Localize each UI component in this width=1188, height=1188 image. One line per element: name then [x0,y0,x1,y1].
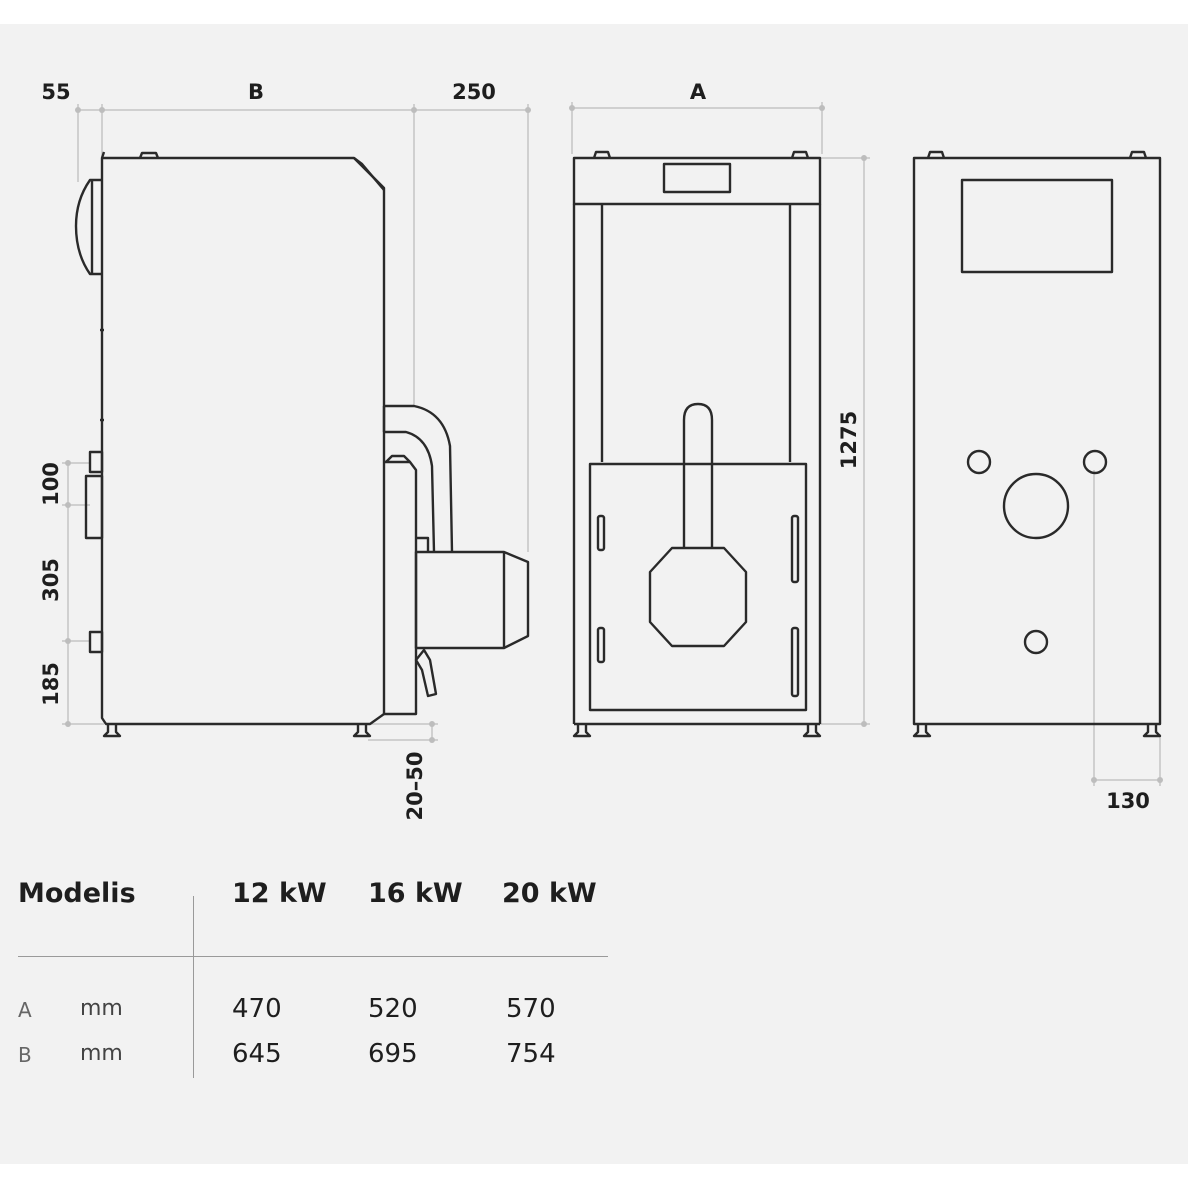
drawing-panel [0,24,1188,1164]
side-view [74,151,530,738]
rear-view [912,150,1162,738]
control-display-window [662,162,732,194]
table-header-model: Modelis [18,878,136,909]
table-divider-horizontal [18,956,608,957]
row-a-value-12kw: 470 [232,994,282,1024]
dim-130-label: 130 [1106,789,1150,813]
table-divider-vertical [193,896,194,1078]
row-a-value-16kw: 520 [368,994,418,1024]
dim-100-label: 100 [39,462,63,506]
dim-185-label: 185 [39,662,63,706]
rear-panel-opening [960,178,1114,274]
dim-1275-label: 1275 [837,411,861,469]
row-b-value-20kw: 754 [506,1039,556,1069]
table-header-16kw: 16 kW [368,878,463,909]
spec-table: Modelis 12 kW 16 kW 20 kW A mm 470 520 5… [18,878,608,1078]
dimension-lines [62,102,1163,786]
dim-250-label: 250 [452,80,496,104]
table-header-20kw: 20 kW [502,878,597,909]
row-b-unit: mm [80,1041,123,1066]
dim-20-50-label: 20–50 [403,752,427,821]
dim-55-label: 55 [41,80,70,104]
dim-305-label: 305 [39,558,63,602]
row-b-label: B [18,1043,32,1067]
row-b-value-16kw: 695 [368,1039,418,1069]
row-b-value-12kw: 645 [232,1039,282,1069]
table-header-12kw: 12 kW [232,878,327,909]
row-a-unit: mm [80,996,123,1021]
row-a-label: A [18,998,32,1022]
row-a-value-20kw: 570 [506,994,556,1024]
front-view [572,150,822,738]
dim-a-label: A [690,80,707,104]
dim-b-label: B [248,80,264,104]
